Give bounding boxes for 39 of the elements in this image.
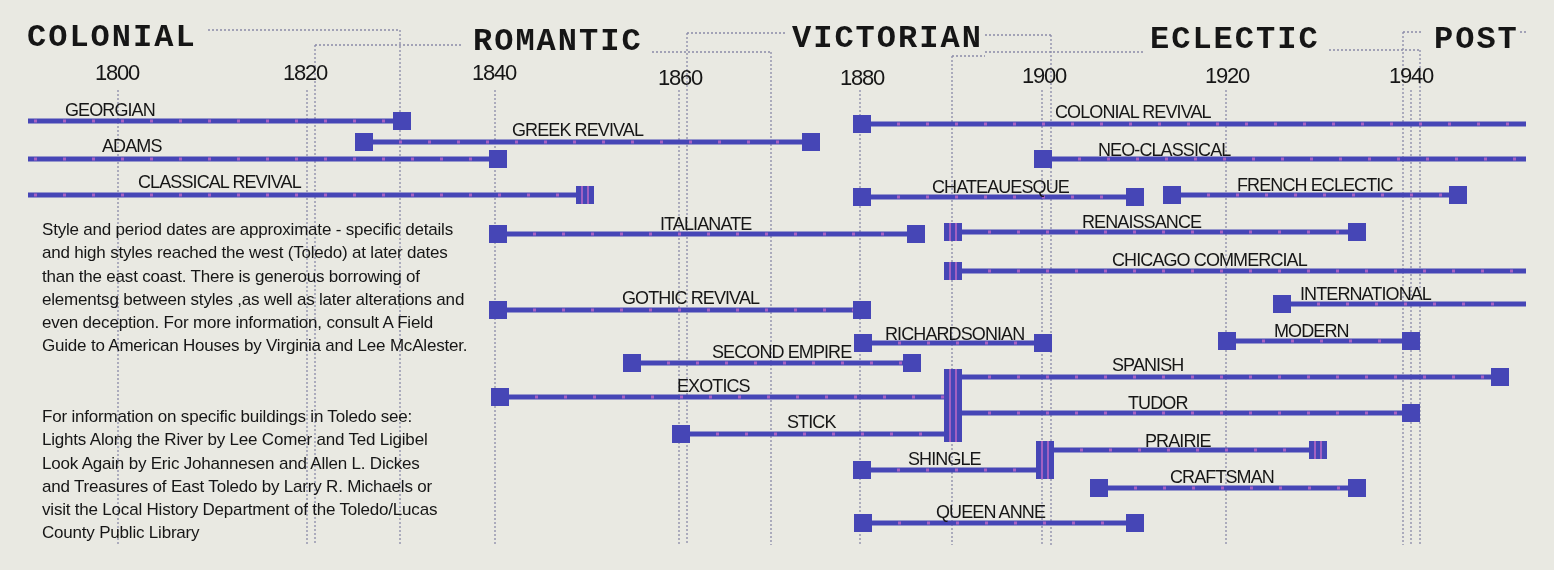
period-heading: ECLECTIC (1150, 23, 1320, 57)
style-label: GREEK REVIVAL (512, 122, 644, 138)
style-label: ITALIANATE (660, 216, 752, 232)
style-label: SHINGLE (908, 451, 981, 467)
style-label: RICHARDSONIAN (885, 326, 1025, 342)
style-label: MODERN (1274, 323, 1349, 339)
style-label: GOTHIC REVIVAL (622, 290, 760, 306)
style-label: ADAMS (102, 138, 162, 154)
period-heading: COLONIAL (27, 21, 197, 55)
style-label: GEORGIAN (65, 102, 155, 118)
year-label: 1820 (283, 61, 328, 85)
style-label: SPANISH (1112, 357, 1184, 373)
style-label: QUEEN ANNE (936, 504, 1046, 520)
style-label: CHATEAUESQUE (932, 179, 1069, 195)
style-label: CHICAGO COMMERCIAL (1112, 252, 1307, 268)
style-label: SECOND EMPIRE (712, 344, 852, 360)
style-label: FRENCH ECLECTIC (1237, 177, 1393, 193)
style-label: CLASSICAL REVIVAL (138, 174, 301, 190)
year-label: 1900 (1022, 64, 1067, 88)
period-heading: POST (1434, 23, 1519, 57)
year-label: 1840 (472, 61, 517, 85)
year-label: 1800 (95, 61, 140, 85)
year-label: 1940 (1389, 64, 1434, 88)
year-label: 1920 (1205, 64, 1250, 88)
style-label: CRAFTSMAN (1170, 469, 1274, 485)
style-label: RENAISSANCE (1082, 214, 1202, 230)
period-heading: ROMANTIC (473, 25, 643, 59)
year-label: 1880 (840, 66, 885, 90)
note-paragraph: Style and period dates are approximate - specific details and high styles reached the west (Toledo) at later dates than the east coast. There is generous borrowing of elementsg between styles ,as well as later alterations and even deception. For more information, consult A Field Guide to American Houses by Virginia and Lee McAlester. (42, 219, 469, 358)
style-label: EXOTICS (677, 378, 750, 394)
year-label: 1860 (658, 66, 703, 90)
style-label: INTERNATIONAL (1300, 286, 1431, 302)
style-label: STICK (787, 414, 836, 430)
style-label: PRAIRIE (1145, 433, 1211, 449)
style-label: NEO-CLASSICAL (1098, 142, 1231, 158)
style-label: COLONIAL REVIVAL (1055, 104, 1211, 120)
period-heading: VICTORIAN (792, 22, 983, 56)
note-paragraph: For information on specific buildings in Toledo see: Lights Along the River by Lee Comer and Ted Ligibel Look Again by Eric Johannesen and Allen L. Dickes and Treasures of East Toledo by Larry R. Michaels or visit the Local History Department of the Toledo/Lucas County Public Library (42, 406, 439, 545)
style-label: TUDOR (1128, 395, 1188, 411)
